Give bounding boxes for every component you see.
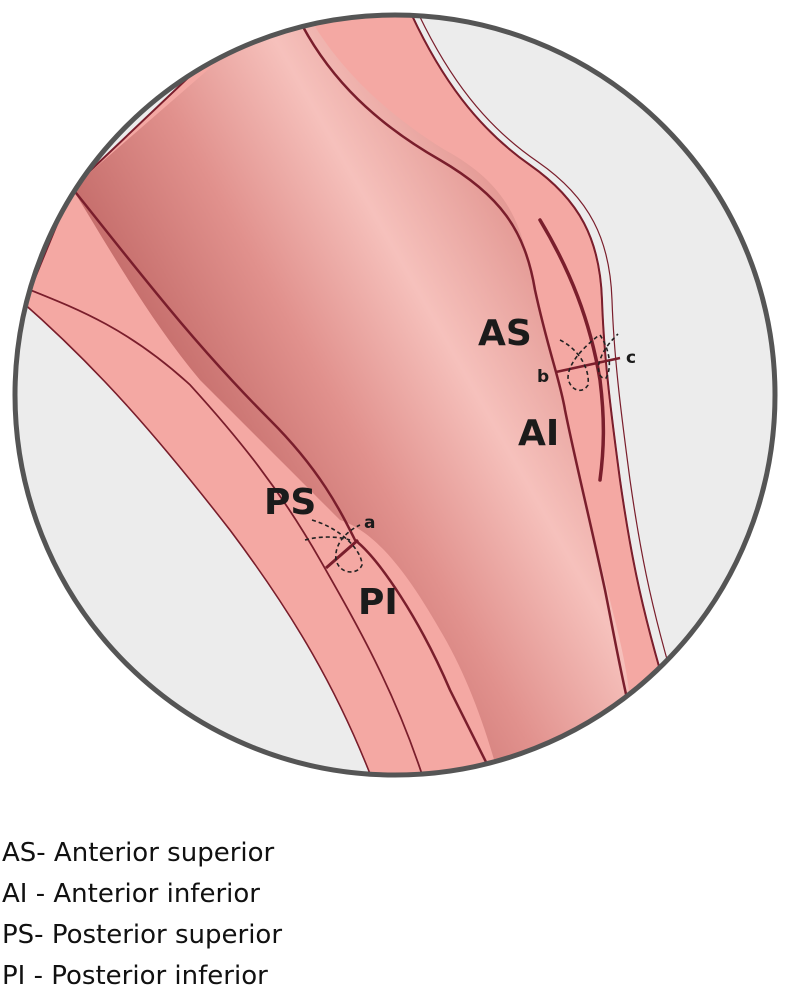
label-ps: PS — [264, 482, 316, 523]
outer-adventitia-right — [404, 15, 661, 671]
incision-line — [538, 218, 606, 482]
suture-loop-c — [597, 333, 619, 380]
suture-loop-a — [304, 519, 363, 573]
label-point-c: c — [626, 348, 636, 368]
anastomosis-illustration: AS AI PS PI a b c — [12, 12, 778, 778]
legend-item-as: AS- Anterior superior — [2, 838, 275, 868]
vessel-wall-lower-left — [18, 289, 432, 775]
legend-item-pi: PI - Posterior inferior — [2, 961, 268, 991]
label-pi: PI — [358, 582, 398, 623]
label-as: AS — [478, 313, 532, 354]
abbreviation-legend: AS- Anterior superior AI - Anterior infe… — [2, 833, 282, 997]
legend-item-ai: AI - Anterior inferior — [2, 879, 260, 909]
label-ai: AI — [518, 413, 559, 454]
label-point-b: b — [537, 367, 549, 387]
lumen-boundary-left — [71, 187, 507, 775]
label-point-a: a — [364, 513, 375, 533]
suture-loop-as — [559, 335, 599, 392]
magnifier-circle-border — [12, 12, 778, 778]
suture-line-a — [325, 538, 359, 570]
legend-item-ps: PS- Posterior superior — [2, 920, 283, 950]
outer-adventitia-right-line — [411, 15, 671, 671]
suture-line-bc — [555, 356, 621, 374]
lumen-boundary-right — [288, 15, 634, 721]
